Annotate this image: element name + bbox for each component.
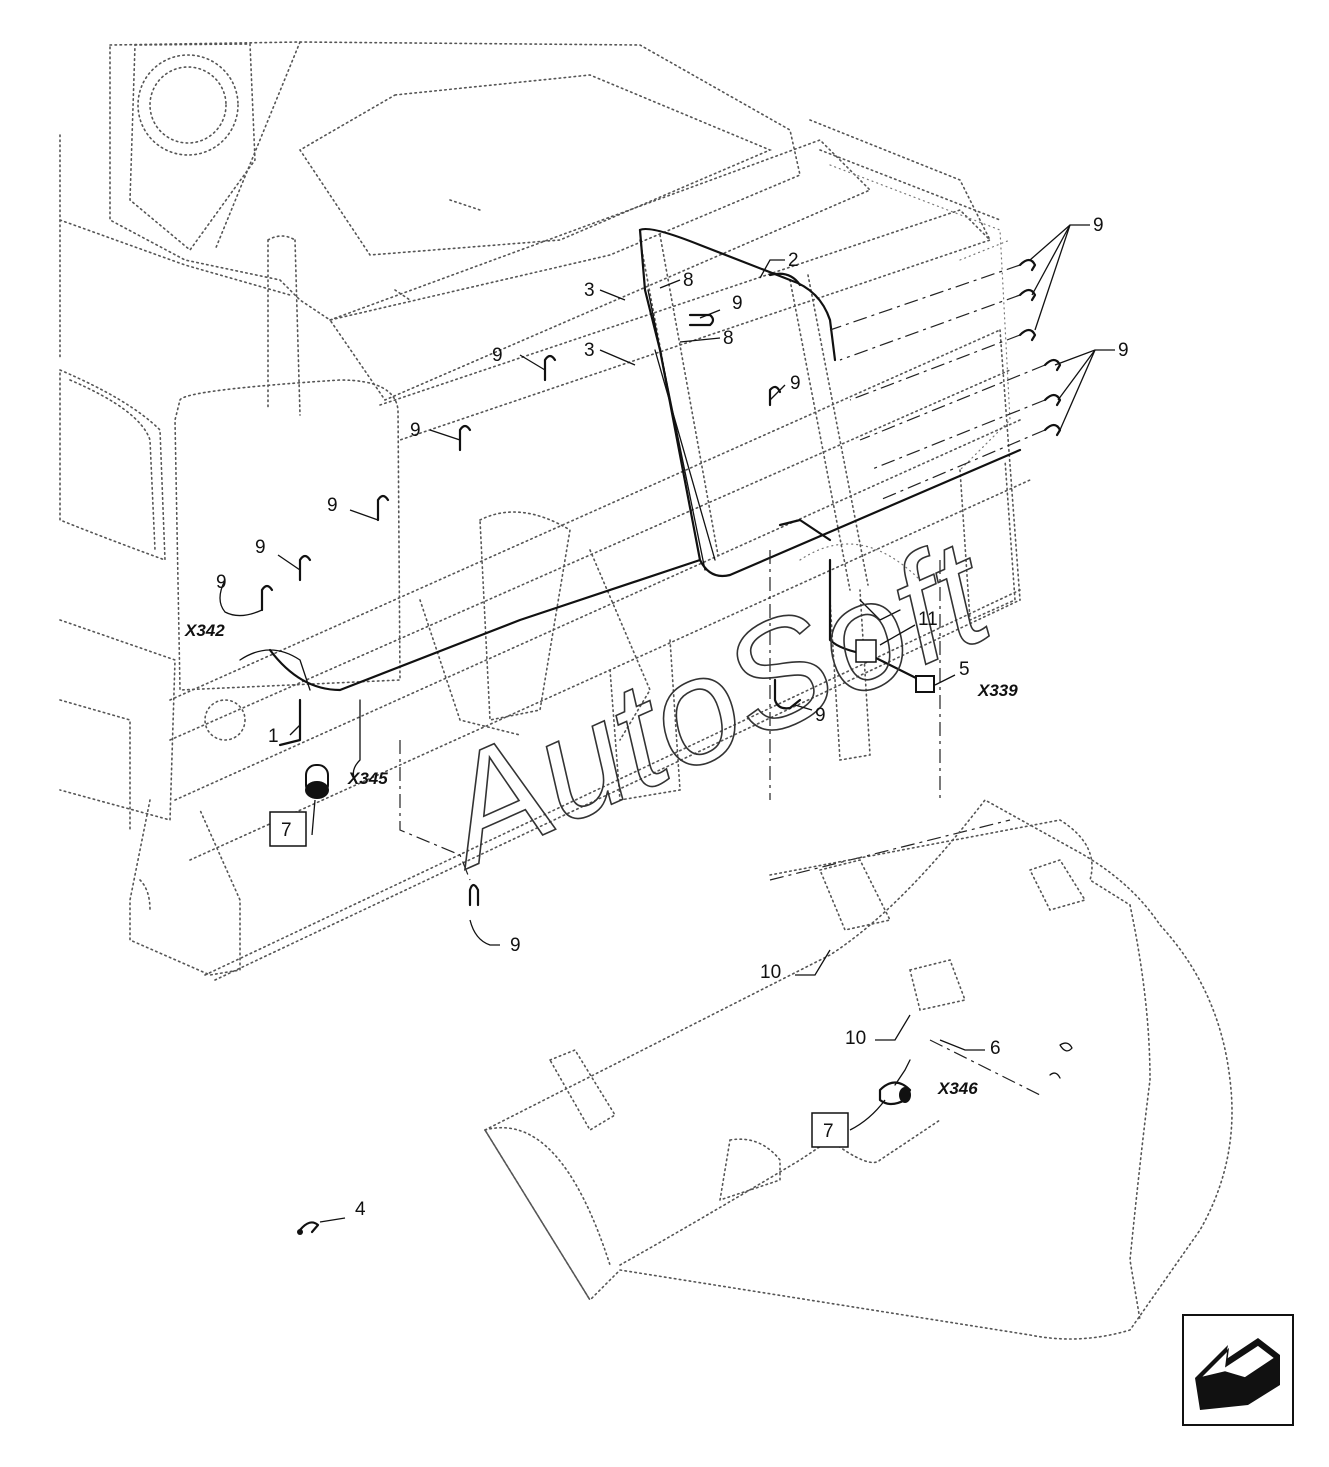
callout-9: 9 (815, 705, 826, 726)
callout-labels: 9 9 2 3 3 8 8 9 9 9 9 9 9 9 9 9 11 5 1 1… (216, 215, 1129, 1220)
connector-x339: X339 (977, 681, 1018, 700)
connector-x342: X342 (184, 621, 225, 640)
connector-x346: X346 (937, 1079, 978, 1098)
leader-lines (219, 224, 1115, 1223)
callout-8: 8 (683, 270, 694, 291)
wire-harness (239, 227, 1022, 799)
callout-2: 2 (788, 250, 799, 271)
callout-9: 9 (510, 935, 521, 956)
boxed-callout-7-upper: 7 (269, 811, 307, 847)
callout-9: 9 (255, 537, 266, 558)
connector-x345: X345 (347, 769, 388, 788)
callout-6: 6 (990, 1038, 1001, 1059)
boxed-callout-7-lower: 7 (811, 1112, 849, 1148)
cover-panel (483, 798, 1233, 1340)
callout-10: 10 (845, 1028, 866, 1049)
callout-3: 3 (584, 280, 595, 301)
callout-7: 7 (281, 820, 292, 841)
connector-labels: X342 X339 X345 X346 (184, 621, 1018, 1098)
callout-9: 9 (492, 345, 503, 366)
callout-9: 9 (1118, 340, 1129, 361)
callout-4: 4 (355, 1199, 366, 1220)
watermark-text: AutoSoft (409, 506, 1015, 899)
callout-10: 10 (760, 962, 781, 983)
callout-9: 9 (216, 572, 227, 593)
callout-9: 9 (790, 373, 801, 394)
callout-7: 7 (823, 1121, 834, 1142)
callout-8: 8 (723, 328, 734, 349)
callout-11: 11 (918, 609, 938, 630)
part-4-clip (297, 1221, 320, 1235)
callout-9: 9 (732, 293, 743, 314)
callout-9: 9 (1093, 215, 1104, 236)
callout-1: 1 (268, 726, 279, 747)
view-direction-arrow-icon[interactable] (1182, 1314, 1294, 1426)
callout-9: 9 (327, 495, 338, 516)
assembly-lines (399, 264, 1046, 1096)
callout-9: 9 (410, 420, 421, 441)
hook-clips (260, 258, 1062, 907)
callout-5: 5 (959, 659, 970, 680)
callout-3: 3 (584, 340, 595, 361)
machine-frame (59, 41, 1031, 981)
